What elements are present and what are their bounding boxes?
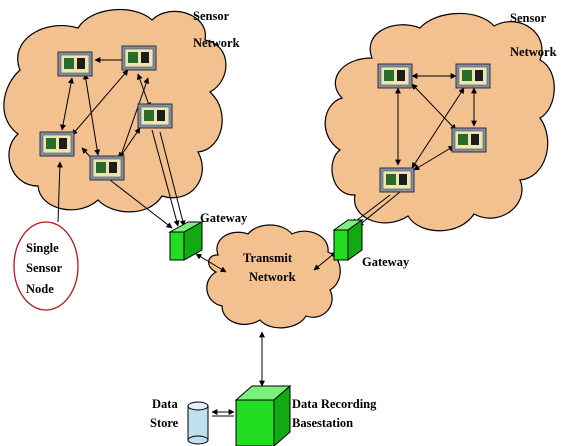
sensor-node-l4: [39, 131, 75, 157]
label-basestation-line2: Basestation: [292, 416, 353, 430]
single-sensor-highlight-circle: [13, 221, 79, 311]
gateway-right-icon: [332, 219, 364, 261]
label-single-sensor-line2: Sensor: [26, 261, 63, 275]
sensor-node-r3: [451, 127, 487, 153]
sensor-node-r4: [379, 167, 415, 193]
data-store-icon: [187, 401, 209, 445]
label-single-sensor-line1: Single: [26, 241, 59, 255]
sensor-node-l3: [137, 103, 173, 129]
label-gateway-left: Gateway: [200, 211, 248, 225]
transmit-network-cloud: [206, 224, 341, 329]
gateway-left-icon: [168, 221, 204, 261]
label-sensor-network-right-line1: Sensor: [510, 11, 547, 25]
label-transmit-line2: Network: [249, 270, 296, 284]
sensor-node-l1: [57, 51, 93, 77]
sensor-node-r1: [377, 63, 413, 89]
sensor-node-r2: [455, 63, 491, 89]
basestation-icon: [234, 384, 292, 446]
sensor-node-l2: [121, 45, 157, 71]
label-transmit-line1: Transmit: [243, 251, 293, 265]
sensor-node-l5: [89, 155, 125, 181]
label-data-store-line1: Data: [152, 397, 178, 411]
label-sensor-network-right-line2: Network: [510, 45, 557, 59]
label-single-sensor-line3: Node: [26, 282, 54, 296]
label-data-store-line2: Store: [150, 416, 179, 430]
label-gateway-right: Gateway: [362, 255, 410, 269]
label-basestation-line1: Data Recording: [292, 397, 377, 411]
label-sensor-network-left-line2: Network: [193, 36, 240, 50]
label-sensor-network-left-line1: Sensor: [193, 9, 230, 23]
